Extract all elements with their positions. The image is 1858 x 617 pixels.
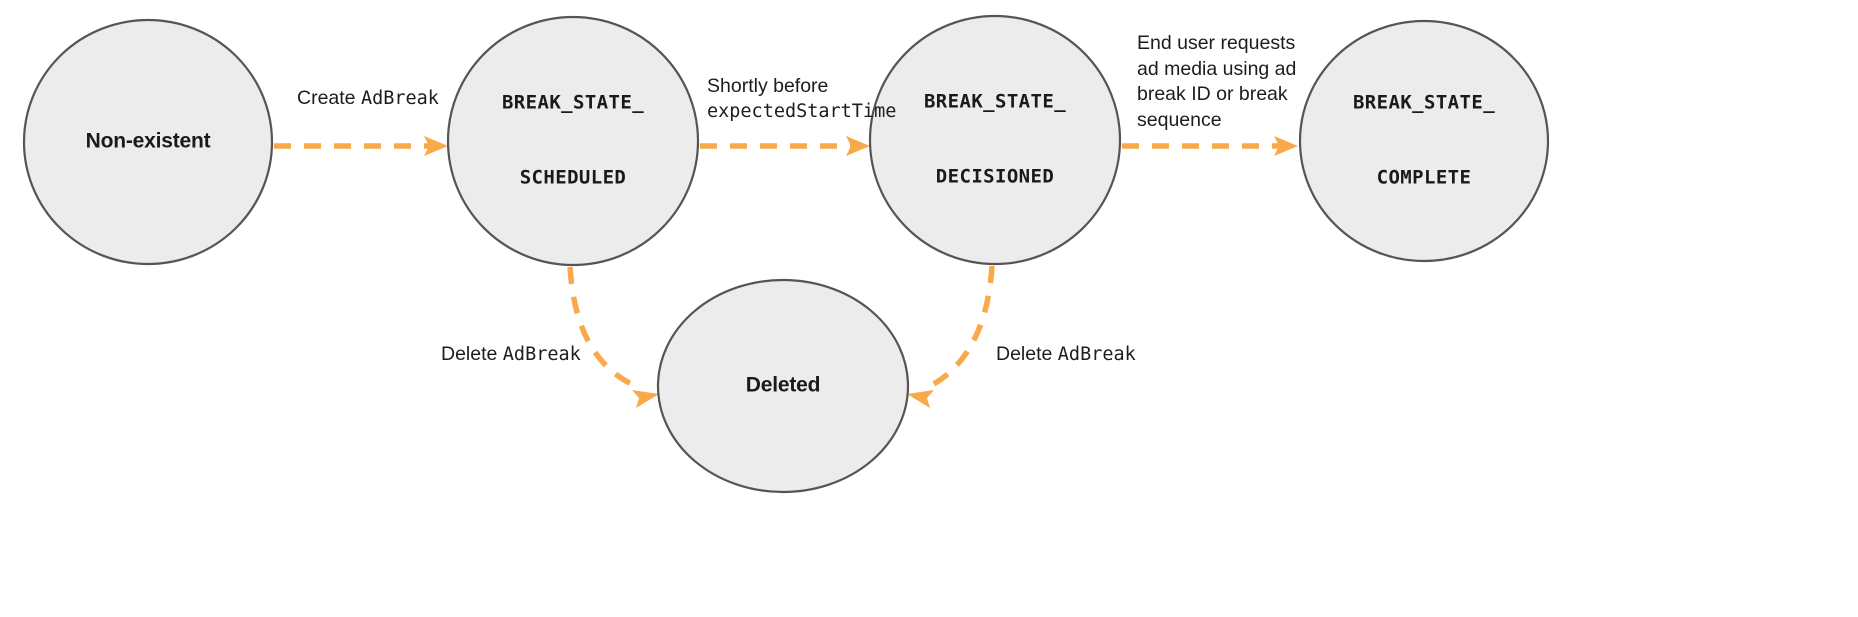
node-deleted[interactable] bbox=[656, 278, 910, 494]
node-layer bbox=[22, 14, 1550, 494]
edge-create-adbreak[interactable] bbox=[274, 136, 448, 156]
node-non-existent[interactable] bbox=[22, 18, 274, 266]
edge-delete-from-decisioned[interactable] bbox=[907, 265, 995, 408]
edge-layer bbox=[274, 136, 1298, 408]
edge-delete-from-decisioned-arrowhead bbox=[907, 390, 934, 408]
edge-end-user-requests[interactable] bbox=[1122, 136, 1298, 156]
node-break-state-scheduled[interactable] bbox=[446, 15, 700, 267]
node-break-state-complete[interactable] bbox=[1298, 19, 1550, 263]
edge-delete-from-decisioned-line bbox=[924, 265, 995, 391]
edge-delete-from-scheduled-arrowhead bbox=[632, 390, 659, 408]
edge-create-adbreak-arrowhead bbox=[424, 136, 448, 156]
node-break-state-decisioned[interactable] bbox=[868, 14, 1122, 266]
edge-delete-from-scheduled[interactable] bbox=[567, 266, 659, 408]
edge-end-user-requests-arrowhead bbox=[1274, 136, 1298, 156]
edge-shortly-before[interactable] bbox=[700, 136, 870, 156]
edge-delete-from-scheduled-line bbox=[567, 266, 642, 391]
edge-shortly-before-arrowhead bbox=[846, 136, 870, 156]
